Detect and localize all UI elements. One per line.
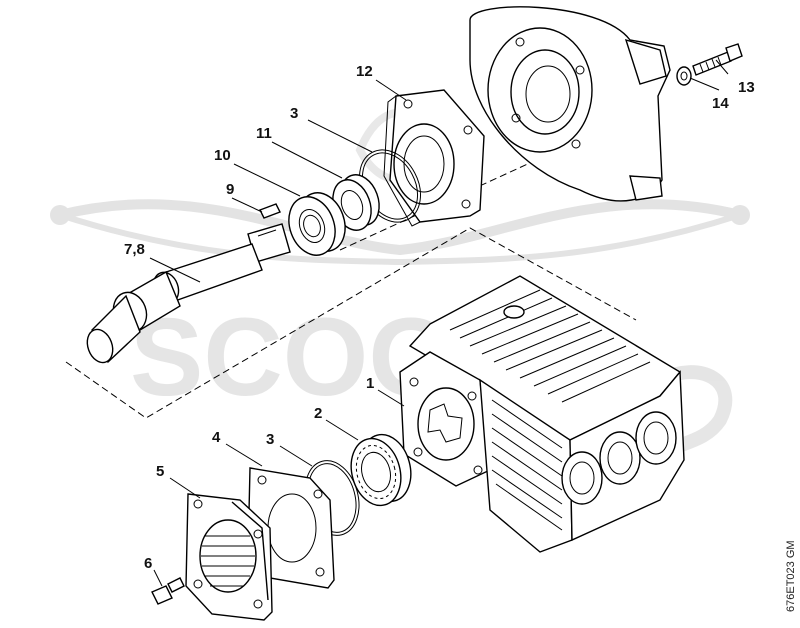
- screw-part-13: [692, 43, 743, 76]
- label-11: 11: [256, 125, 272, 142]
- drawing-code: 676ET023 GM: [785, 540, 797, 612]
- label-3a: 3: [290, 105, 298, 122]
- callout-labels: 12 3 11 10 9 7,8 13 14 1 2 3 4 5 6: [124, 63, 755, 572]
- key-part-9: [259, 203, 281, 219]
- label-6: 6: [144, 555, 152, 572]
- label-4: 4: [212, 429, 221, 446]
- watermark-wordmark: SCOO: [130, 296, 454, 419]
- label-12: 12: [356, 63, 373, 80]
- shaft-part-7-8: [86, 223, 291, 364]
- label-14: 14: [712, 95, 729, 112]
- bearing-part-10: [288, 192, 346, 256]
- cover-plate-part-5: [185, 493, 273, 621]
- motor-flange: [469, 6, 671, 202]
- pump-housing-part-1: [399, 275, 685, 553]
- label-9: 9: [226, 181, 234, 198]
- label-1: 1: [366, 375, 374, 392]
- flange-plate-part-12: [383, 89, 485, 227]
- leader-lines: [149, 59, 729, 587]
- screw-part-6: [151, 577, 185, 605]
- label-3b: 3: [266, 431, 274, 448]
- washer-part-14: [676, 66, 692, 86]
- label-10: 10: [214, 147, 231, 164]
- label-2: 2: [314, 405, 322, 422]
- bearing-part-2: [350, 433, 412, 507]
- label-5: 5: [156, 463, 164, 480]
- label-13: 13: [738, 79, 755, 96]
- label-7-8: 7,8: [124, 241, 145, 258]
